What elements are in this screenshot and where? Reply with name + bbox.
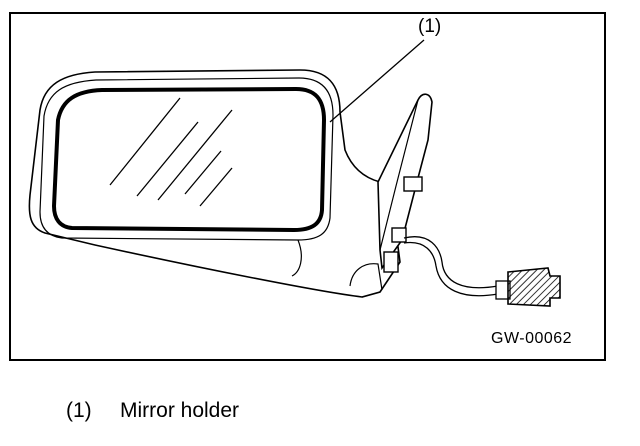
housing-inner-rim <box>39 77 334 241</box>
lower-stud <box>391 227 407 243</box>
legend-item-label: Mirror holder <box>120 399 240 422</box>
figure-frame <box>9 12 606 361</box>
mounting-stud <box>403 176 423 192</box>
mirror-holder-edge <box>379 99 419 251</box>
callout-leader-line <box>329 39 425 123</box>
electrical-connector <box>507 267 561 307</box>
mirror-glass-bezel <box>51 86 327 233</box>
callout-number: (1) <box>418 16 442 37</box>
glass-reflection-lines <box>109 97 233 207</box>
mirror-housing-outline <box>28 69 403 298</box>
figure-code: GW-00062 <box>491 330 573 347</box>
housing-lower-curve <box>291 239 302 277</box>
wire-harness <box>403 236 499 289</box>
lower-stud-2 <box>383 251 399 273</box>
legend-item-number: (1) <box>66 399 92 422</box>
wire-harness-inner <box>403 241 499 297</box>
legend-item: (1) Mirror holder <box>66 399 239 423</box>
housing-bottom-notch <box>349 263 383 291</box>
